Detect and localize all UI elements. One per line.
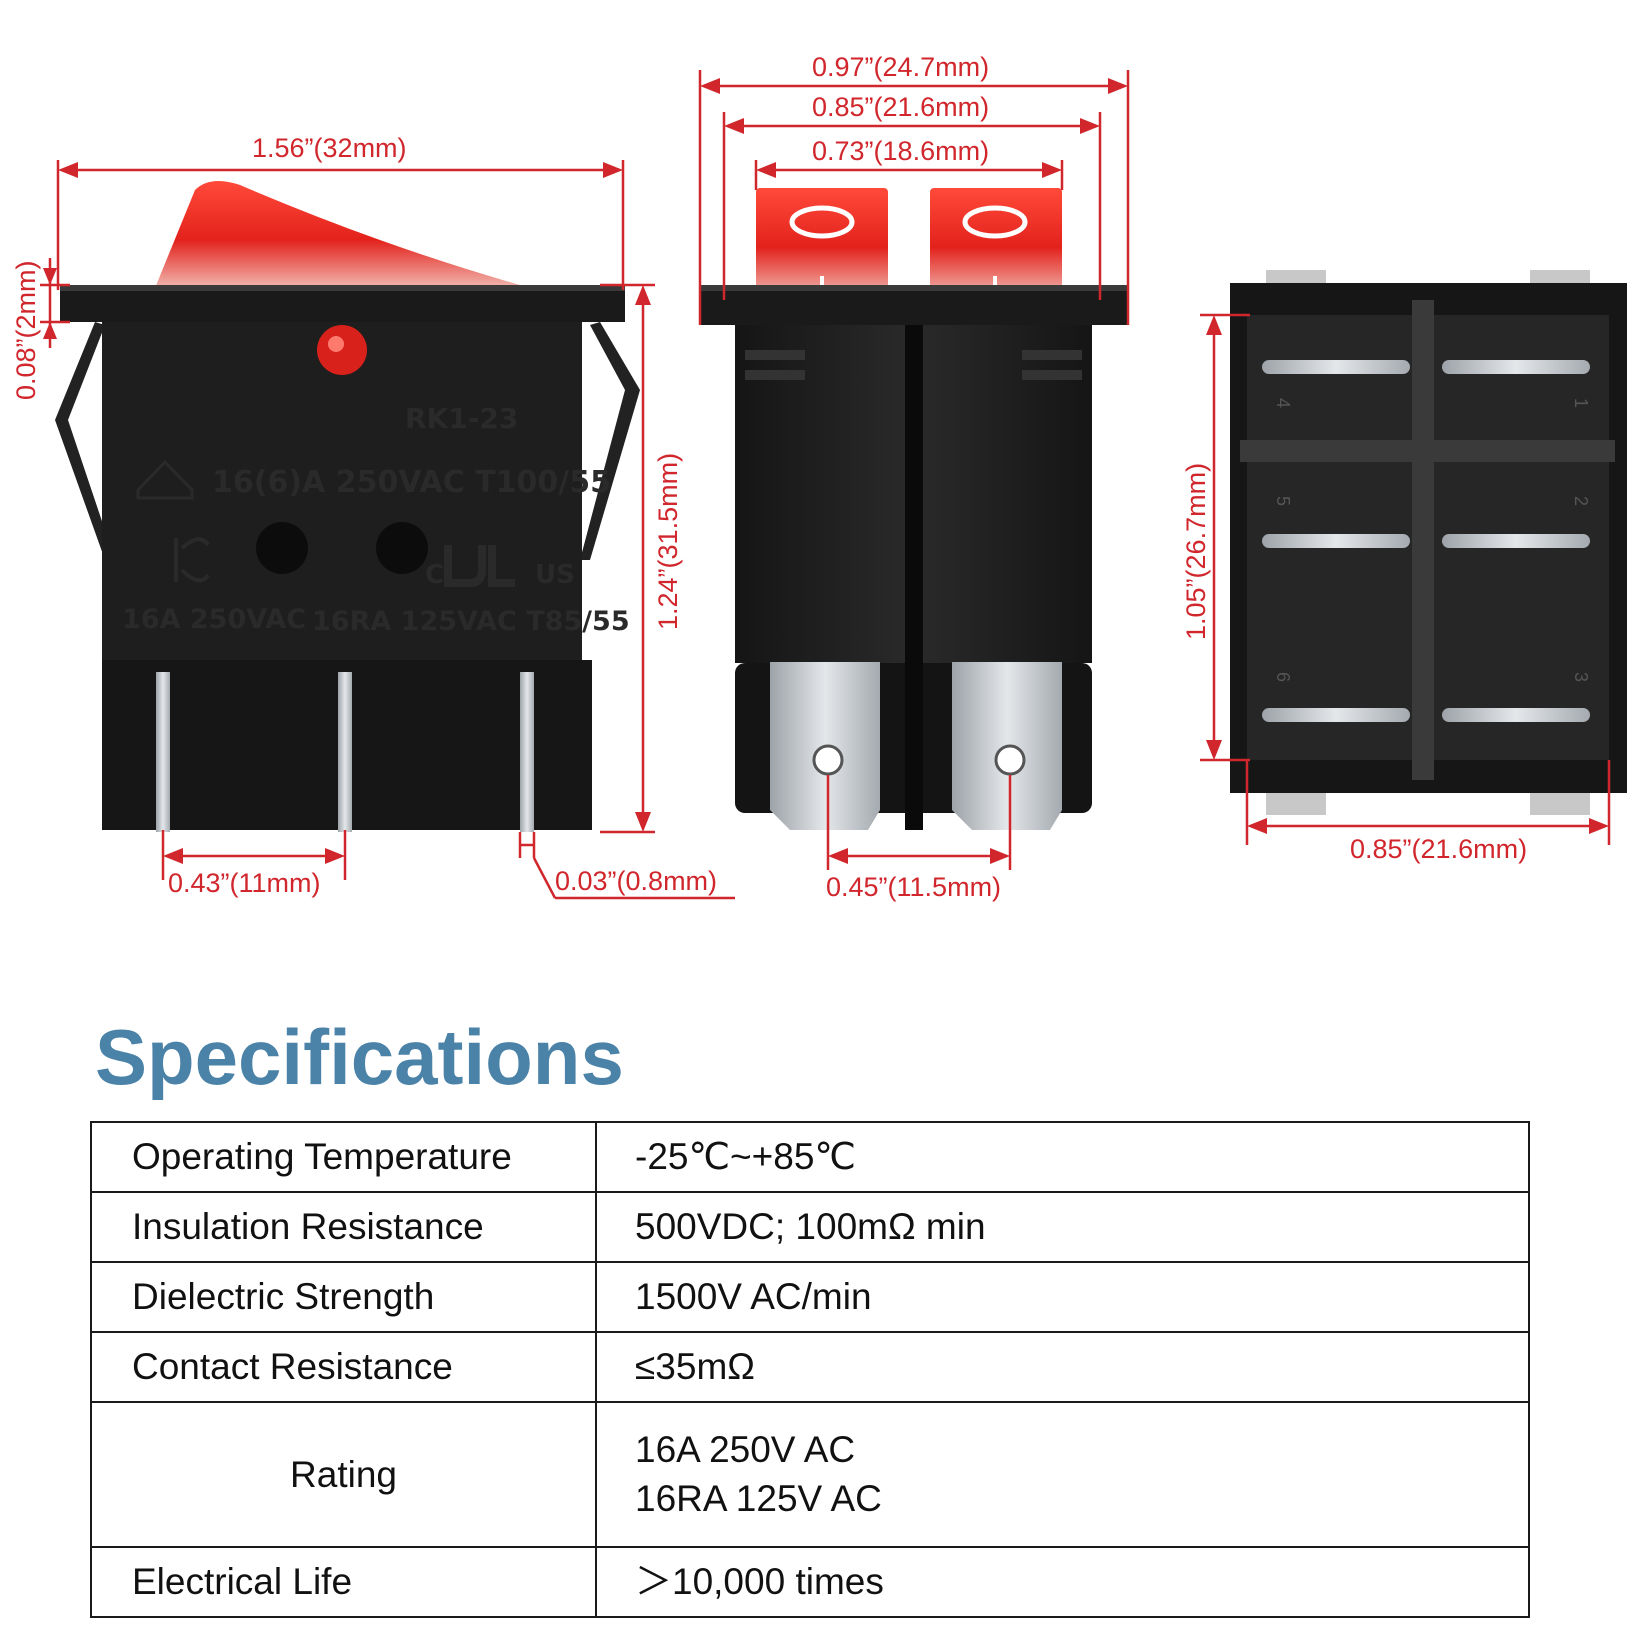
terminal-number-4: 4 bbox=[1273, 398, 1293, 408]
dim-side-height: 1.24”(31.5mm) bbox=[653, 453, 683, 630]
terminal-number-6: 6 bbox=[1273, 672, 1293, 682]
dim-bottom-width: 0.85”(21.6mm) bbox=[1350, 834, 1527, 864]
dim-front-pin-pitch: 0.45”(11.5mm) bbox=[826, 872, 1001, 902]
spec-row-operating-temperature: Operating Temperature -25℃~+85℃ bbox=[90, 1121, 1530, 1193]
terminal-number-2: 2 bbox=[1571, 496, 1591, 506]
spec-label: Dielectric Strength bbox=[90, 1261, 597, 1333]
model-marking: RK1-23 bbox=[405, 402, 518, 435]
side-view: RK1-23 16(6)A 250VAC T100/55 C US 16A 25… bbox=[55, 181, 640, 832]
spec-label: Contact Resistance bbox=[90, 1331, 597, 1403]
side-dimension-lines bbox=[40, 160, 735, 900]
specifications-title: Specifications bbox=[95, 1013, 624, 1101]
front-view bbox=[700, 188, 1128, 830]
spec-row-insulation-resistance: Insulation Resistance 500VDC; 100mΩ min bbox=[90, 1191, 1530, 1263]
terminal-number-3: 3 bbox=[1571, 672, 1591, 682]
spec-value: ＞10,000 times bbox=[595, 1546, 1530, 1618]
switch-dimension-diagram: RK1-23 16(6)A 250VAC T100/55 C US 16A 25… bbox=[11, 52, 1627, 902]
side-pin-left bbox=[156, 672, 170, 832]
spec-label: Electrical Life bbox=[90, 1546, 597, 1618]
bottom-dimension-lines bbox=[1200, 313, 1611, 845]
bottom-terminal-5 bbox=[1262, 534, 1410, 548]
side-right-clip bbox=[580, 322, 640, 560]
indicator-lamp bbox=[317, 325, 367, 375]
front-flange bbox=[700, 285, 1128, 325]
ul-c-marking: C bbox=[425, 560, 444, 590]
dim-frame-thickness: 0.08”(2mm) bbox=[11, 260, 41, 400]
terminal-number-1: 1 bbox=[1571, 398, 1591, 408]
spec-value: ≤35mΩ bbox=[595, 1331, 1530, 1403]
bottom-view: 4 1 5 2 6 3 bbox=[1230, 270, 1627, 815]
spec-value: 500VDC; 100mΩ min bbox=[595, 1191, 1530, 1263]
spec-row-dielectric-strength: Dielectric Strength 1500V AC/min bbox=[90, 1261, 1530, 1333]
bottom-terminal-1 bbox=[1442, 360, 1590, 374]
side-flange bbox=[60, 285, 625, 322]
terminal-number-5: 5 bbox=[1273, 496, 1293, 506]
dim-pin-thickness: 0.03”(0.8mm) bbox=[555, 866, 717, 896]
vde-logo-icon bbox=[136, 459, 194, 500]
kc-rating-marking: 16A 250VAC bbox=[122, 604, 306, 635]
ul-us-marking: US bbox=[535, 560, 575, 590]
dim-bottom-height: 1.05”(26.7mm) bbox=[1181, 463, 1211, 640]
front-rocker-left bbox=[756, 188, 888, 296]
specifications-table: Operating Temperature -25℃~+85℃ Insulati… bbox=[90, 1121, 1530, 1618]
side-body bbox=[102, 322, 582, 660]
bottom-terminal-2 bbox=[1442, 534, 1590, 548]
dim-front-rocker-width: 0.73”(18.6mm) bbox=[812, 136, 989, 166]
spec-value: 16A 250V AC 16RA 125V AC bbox=[595, 1401, 1530, 1548]
dim-front-body-width: 0.85”(21.6mm) bbox=[812, 92, 989, 122]
spec-row-rating: Rating 16A 250V AC 16RA 125V AC bbox=[90, 1401, 1530, 1548]
spec-value: 1500V AC/min bbox=[595, 1261, 1530, 1333]
dim-pin-pitch-side: 0.43”(11mm) bbox=[168, 868, 321, 898]
spec-row-contact-resistance: Contact Resistance ≤35mΩ bbox=[90, 1331, 1530, 1403]
ul-rating-marking: 16RA 125VAC T85/55 bbox=[312, 606, 630, 637]
side-pin-middle bbox=[338, 672, 352, 832]
front-rocker-right bbox=[930, 188, 1062, 296]
dim-side-width: 1.56”(32mm) bbox=[252, 133, 407, 163]
side-left-clip bbox=[55, 322, 115, 560]
bottom-terminal-3 bbox=[1442, 708, 1590, 722]
spec-label: Rating bbox=[90, 1401, 597, 1548]
spec-value: -25℃~+85℃ bbox=[595, 1121, 1530, 1193]
kc-logo-icon bbox=[174, 537, 210, 583]
front-dimension-lines bbox=[698, 70, 1130, 870]
spec-row-electrical-life: Electrical Life ＞10,000 times bbox=[90, 1546, 1530, 1618]
spec-label: Operating Temperature bbox=[90, 1121, 597, 1193]
rocker-on-symbol-left bbox=[789, 205, 855, 239]
bottom-terminal-6 bbox=[1262, 708, 1410, 722]
ul-logo-icon bbox=[444, 545, 515, 587]
side-pin-right bbox=[520, 672, 534, 832]
spec-label: Insulation Resistance bbox=[90, 1191, 597, 1263]
bottom-terminal-4 bbox=[1262, 360, 1410, 374]
rocker-on-symbol-right bbox=[962, 205, 1028, 239]
dim-front-outer-width: 0.97”(24.7mm) bbox=[812, 52, 989, 82]
side-rocker bbox=[155, 181, 520, 288]
main-rating-marking: 16(6)A 250VAC T100/55 bbox=[212, 465, 611, 500]
